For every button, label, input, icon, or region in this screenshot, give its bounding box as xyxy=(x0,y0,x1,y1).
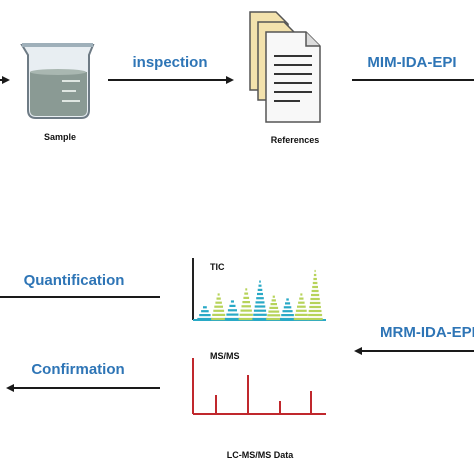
tic-peak xyxy=(211,293,227,321)
tic-peak xyxy=(224,300,240,321)
tic-chromatogram xyxy=(192,258,326,321)
confirmation-label: Confirmation xyxy=(31,361,124,378)
mim-ida-epi-label: MIM-IDA-EPI xyxy=(367,54,456,71)
msms-spectrum xyxy=(192,358,326,415)
inspection-label: inspection xyxy=(132,54,207,71)
quantification-label: Quantification xyxy=(24,272,125,289)
sample-label: Sample xyxy=(44,132,76,142)
tic-peak xyxy=(266,295,282,321)
documents-icon xyxy=(249,11,321,123)
tic-peak xyxy=(252,280,268,321)
tic-peak xyxy=(293,293,309,321)
tic-peak xyxy=(238,288,254,321)
mrm-ida-epi-label: MRM-IDA-EPI xyxy=(380,324,474,341)
references-label: References xyxy=(271,135,320,145)
msms-label: MS/MS xyxy=(210,351,240,361)
tic-peak xyxy=(197,306,213,321)
tic-label: TIC xyxy=(210,262,225,272)
beaker-icon xyxy=(20,43,95,119)
tic-peak xyxy=(280,298,296,321)
tic-peak xyxy=(307,269,323,321)
lcms-data-label: LC-MS/MS Data xyxy=(227,450,294,460)
